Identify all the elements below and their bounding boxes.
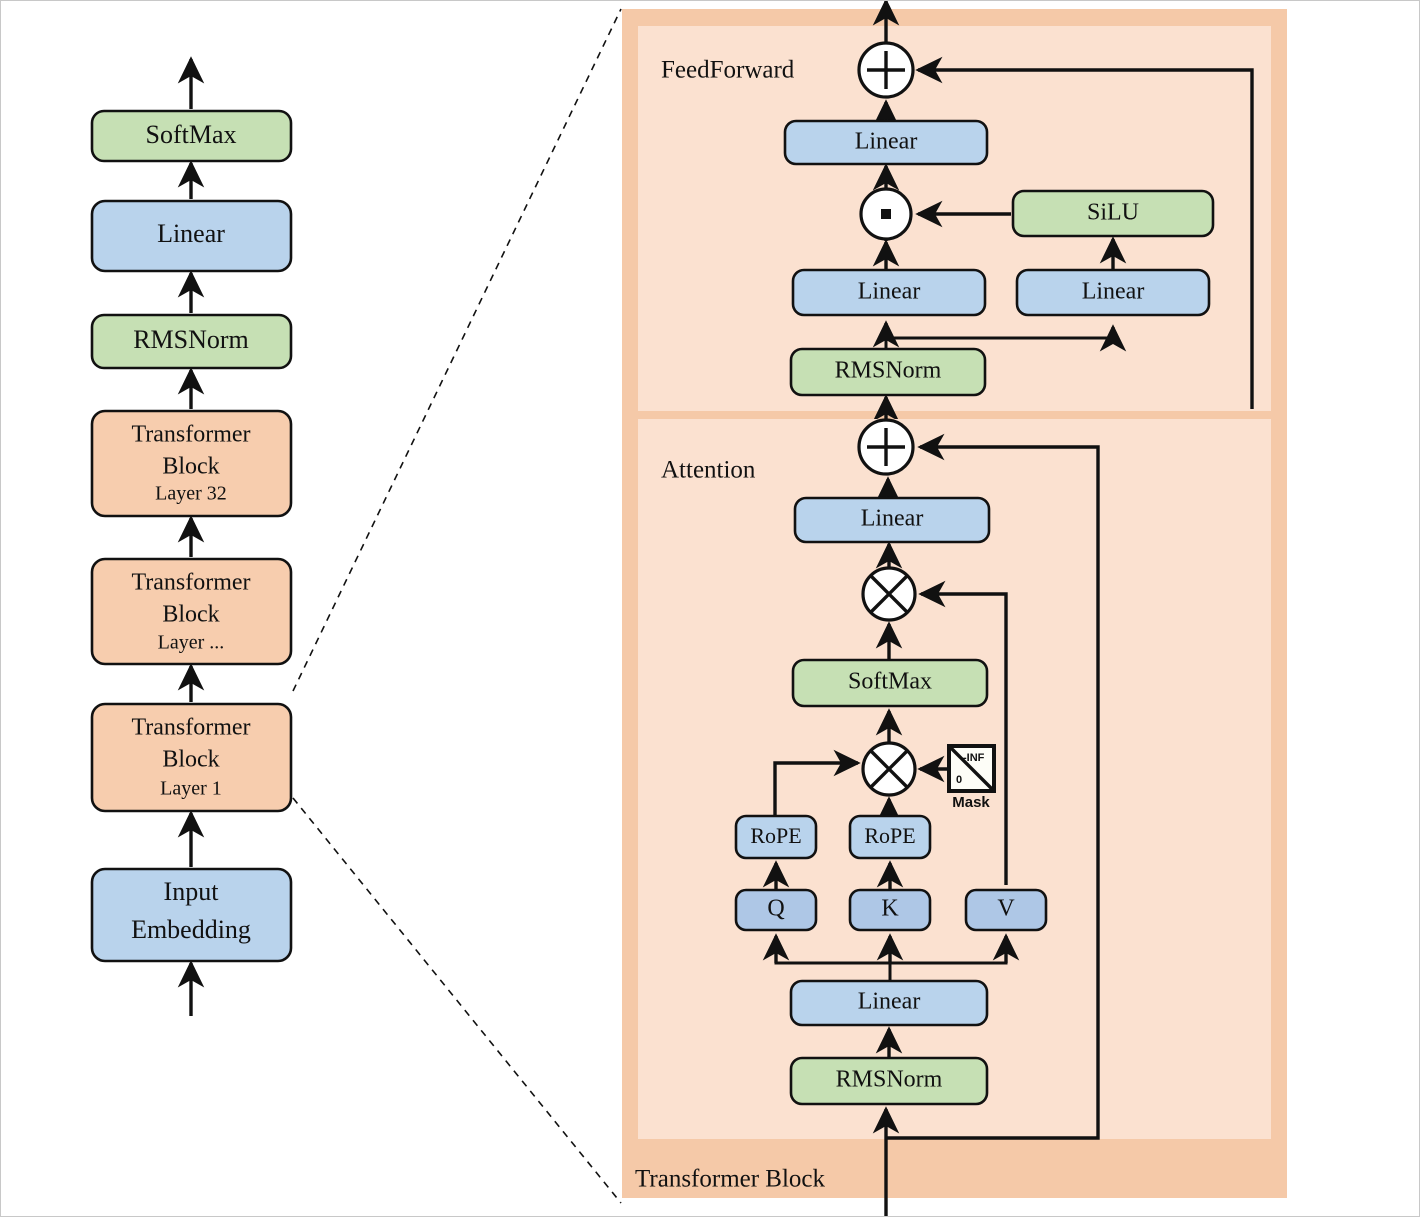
feedforward-panel-label: FeedForward <box>661 57 795 84</box>
attn-rope-q[interactable]: RoPE <box>734 814 818 860</box>
attn-add-op <box>857 418 915 476</box>
attn-arrow-ropeq-to-matmul1 <box>773 749 861 816</box>
pipeline-node-block1[interactable]: Transformer Block Layer 1 <box>90 702 293 813</box>
ff-add-op <box>857 41 915 99</box>
ff-rmsnorm[interactable]: RMSNorm <box>789 347 987 397</box>
pipeline-node-label-2: Block <box>162 747 219 773</box>
attn-v[interactable]: V <box>964 888 1048 932</box>
ff-silu-label: SiLU <box>1087 200 1139 226</box>
feedforward-group: Linear SiLU Linear <box>783 1 1254 422</box>
mask-caption: Mask <box>952 794 990 811</box>
pipeline-node-blockdots[interactable]: Transformer Block Layer ... <box>90 557 293 666</box>
attn-matmul-op-2 <box>861 566 917 622</box>
attn-v-label: V <box>997 896 1015 922</box>
pipeline-node-linear[interactable]: Linear <box>90 199 293 273</box>
attn-rope-k-label: RoPE <box>864 823 915 848</box>
ff-residual-wire <box>915 56 1254 409</box>
pipeline-node-sublabel: Layer 1 <box>160 778 222 800</box>
mask-icon: 0 -INF Mask <box>947 744 996 811</box>
pipeline-node-softmax[interactable]: SoftMax <box>90 109 293 163</box>
pipeline-node-label-2: Block <box>162 602 219 628</box>
zoom-connector-bottom <box>292 797 622 1204</box>
pipeline-node-block32[interactable]: Transformer Block Layer 32 <box>90 409 293 518</box>
pipeline-node-label: Transformer <box>131 570 250 596</box>
attn-linear-qkv[interactable]: Linear <box>789 979 989 1027</box>
ff-linear-out-label: Linear <box>855 129 918 155</box>
attn-linear-qkv-label: Linear <box>858 989 921 1015</box>
transformer-block-caption: Transformer Block <box>635 1166 826 1193</box>
attn-k-label: K <box>881 896 899 922</box>
attn-softmax[interactable]: SoftMax <box>791 658 989 708</box>
attn-matmul-op-1 <box>861 741 917 797</box>
ff-linear-gate-label: Linear <box>1082 279 1145 305</box>
attn-q[interactable]: Q <box>734 888 818 932</box>
pipeline-node-sublabel: Layer ... <box>158 632 225 654</box>
pipeline-node-label: RMSNorm <box>133 325 249 354</box>
attn-rmsnorm[interactable]: RMSNorm <box>789 1056 989 1106</box>
ff-linear-out[interactable]: Linear <box>783 119 989 166</box>
attn-v-wire <box>918 580 1008 885</box>
attn-k[interactable]: K <box>848 888 932 932</box>
attention-panel-label: Attention <box>661 457 756 484</box>
pipeline-node-label: Input <box>164 877 220 906</box>
ff-silu[interactable]: SiLU <box>1011 189 1215 238</box>
pipeline-node-label-2: Block <box>162 454 219 480</box>
pipeline-node-label: Linear <box>157 219 225 248</box>
ff-linear-gate[interactable]: Linear <box>1015 268 1211 317</box>
zoom-connector-top <box>292 8 622 692</box>
ff-linear-up-label: Linear <box>858 279 921 305</box>
attn-rope-k[interactable]: RoPE <box>848 814 932 860</box>
attn-residual-wire <box>886 433 1100 1140</box>
ff-norm-fanout-wire <box>886 331 1115 340</box>
pipeline-node-label: Transformer <box>131 422 250 448</box>
attention-group: Linear SoftMax <box>734 418 1100 1216</box>
pipeline-node-embedding[interactable]: Input Embedding <box>90 867 293 963</box>
ff-mul-dot <box>881 209 891 219</box>
ff-rmsnorm-label: RMSNorm <box>835 358 942 384</box>
mask-upper-value: -INF <box>963 752 985 764</box>
mask-lower-value: 0 <box>956 774 962 786</box>
pipeline-node-sublabel: Layer 32 <box>155 483 227 505</box>
pipeline-node-label-2: Embedding <box>131 915 251 944</box>
attn-linear-out-label: Linear <box>861 506 924 532</box>
attn-linear-out[interactable]: Linear <box>793 496 991 544</box>
attn-softmax-label: SoftMax <box>848 669 932 695</box>
pipeline-node-label: SoftMax <box>146 120 237 149</box>
ff-linear-up[interactable]: Linear <box>791 268 987 317</box>
ff-elementwise-mul-op <box>859 187 913 241</box>
pipeline-node-rmsnorm[interactable]: RMSNorm <box>90 313 293 370</box>
pipeline-node-label: Transformer <box>131 715 250 741</box>
attn-rope-q-label: RoPE <box>750 823 801 848</box>
attn-rmsnorm-label: RMSNorm <box>836 1067 943 1093</box>
attn-q-label: Q <box>767 896 784 922</box>
model-pipeline: Input Embedding Transformer Block Layer … <box>90 56 293 1016</box>
